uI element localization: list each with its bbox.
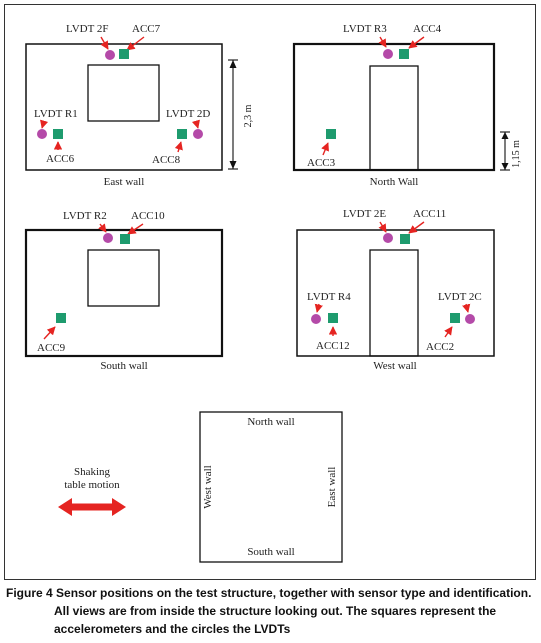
lvdt-r2-circle [103,233,113,243]
label-acc10: ACC10 [131,210,165,222]
arrow-lvdt-2e [378,221,387,233]
arrow-acc9 [43,326,56,340]
west-wall-caption: West wall [373,360,416,372]
plan-east-label: East wall [326,467,338,508]
acc8-square [177,129,187,139]
sensor-diagram: East wall LVDT 2F ACC7 LVDT R1 ACC6 LVDT… [24,23,522,563]
caption-line-3: accelerometers and the circles the LVDTs [54,622,291,636]
label-acc7: ACC7 [132,23,161,35]
arrow-lvdt-2c [462,303,471,313]
west-wall-door [369,249,419,357]
east-wall-outline [25,43,223,171]
lvdt-2f-circle [105,50,115,60]
acc10-square [120,234,130,244]
label-acc8: ACC8 [152,154,181,166]
arrow-acc11 [408,221,425,234]
label-lvdt-r4: LVDT R4 [307,291,351,303]
label-lvdt-2f: LVDT 2F [66,23,109,35]
plan-north-label: North wall [247,416,294,428]
south-wall-panel: South wall LVDT R2 ACC10 ACC9 [24,210,224,372]
caption-line-1: Sensor positions on the test structure, … [52,586,532,600]
arrow-lvdt-2d [191,119,200,129]
south-wall-outline [24,228,224,358]
east-wall-window [87,64,160,122]
acc9-square [56,313,66,323]
arrow-lvdt-r4 [314,303,323,313]
label-lvdt-2e: LVDT 2E [343,208,386,220]
acc12-square [328,313,338,323]
label-lvdt-r3: LVDT R3 [343,23,387,35]
plan-view: North wall South wall West wall East wal… [199,411,343,563]
label-acc2: ACC2 [426,341,454,353]
acc4-square [399,49,409,59]
motion-label-line2: table motion [64,479,120,491]
figure-number: Figure 4 [6,586,53,600]
label-lvdt-r2: LVDT R2 [63,210,107,222]
lvdt-r1-circle [37,129,47,139]
acc6-square [53,129,63,139]
north-wall-caption: North Wall [370,176,419,188]
lvdt-2d-circle [193,129,203,139]
motion-double-arrow-icon [58,498,126,516]
plan-south-label: South wall [247,546,294,558]
label-lvdt-2d: LVDT 2D [166,108,210,120]
label-acc4: ACC4 [413,23,442,35]
label-acc3: ACC3 [307,157,336,169]
caption-line-2: All views are from inside the structure … [54,604,497,618]
arrow-acc7 [126,36,145,51]
lvdt-r3-circle [383,49,393,59]
arrow-acc10 [127,223,144,235]
south-wall-caption: South wall [100,360,147,372]
dim-2-3m-label: 2,3 m [243,104,254,127]
motion-label-line1: Shaking [74,466,111,478]
label-acc6: ACC6 [46,153,75,165]
arrow-acc8 [174,141,183,153]
east-wall-panel: East wall LVDT 2F ACC7 LVDT R1 ACC6 LVDT… [25,23,254,188]
arrow-lvdt-r2 [98,223,107,233]
arrow-lvdt-2f [100,36,109,50]
north-wall-door [369,65,419,171]
arrow-acc4 [408,36,425,49]
acc7-square [119,49,129,59]
figure-frame [4,4,536,580]
east-wall-caption: East wall [104,176,145,188]
label-acc9: ACC9 [37,342,66,354]
motion-legend: Shaking table motion [58,466,126,516]
north-wall-panel: North Wall LVDT R3 ACC4 ACC3 1,15 m [292,23,522,188]
label-lvdt-2c: LVDT 2C [438,291,482,303]
plan-outline [199,411,343,563]
arrow-acc2 [444,326,453,338]
south-wall-window [87,249,160,307]
lvdt-2e-circle [383,233,393,243]
acc3-square [326,129,336,139]
dim-1-15m-label: 1,15 m [511,140,522,168]
west-wall-panel: West wall LVDT 2E ACC11 LVDT R4 ACC12 LV… [296,208,495,372]
lvdt-2c-circle [465,314,475,324]
arrow-lvdt-r3 [378,36,387,48]
label-acc11: ACC11 [413,208,446,220]
acc11-square [400,234,410,244]
plan-west-label: West wall [202,465,214,508]
acc2-square [450,313,460,323]
arrow-acc3 [321,142,329,156]
lvdt-r4-circle [311,314,321,324]
label-lvdt-r1: LVDT R1 [34,108,78,120]
figure-caption: Figure 4 Sensor positions on the test st… [6,584,536,638]
label-acc12: ACC12 [316,340,350,352]
arrow-lvdt-r1 [40,119,49,129]
